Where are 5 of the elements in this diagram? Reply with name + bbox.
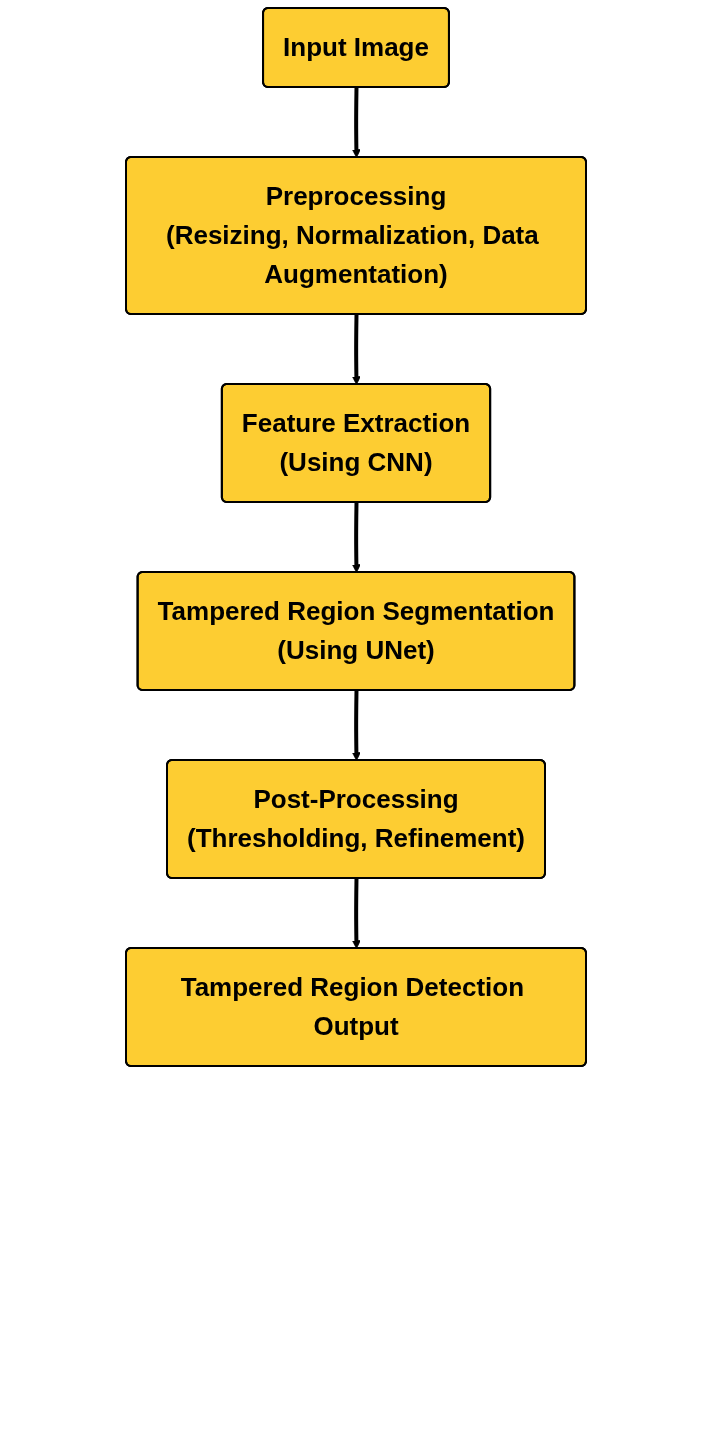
- arrow: [352, 502, 361, 573]
- arrow: [352, 87, 361, 158]
- arrow: [352, 314, 361, 385]
- arrow: [352, 878, 361, 949]
- arrow: [352, 690, 361, 761]
